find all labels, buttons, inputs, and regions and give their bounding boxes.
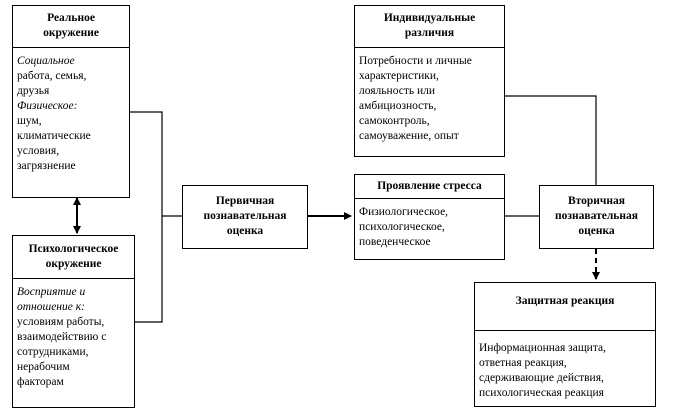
individual-differences-box: Индивидуальные различия Потребности и ли…: [354, 5, 505, 157]
real-environment-box: Реальное окружение Социальное работа, се…: [12, 5, 130, 198]
individual-item: характеристики,: [359, 70, 439, 82]
primary-appraisal-title: Первичная познавательная оценка: [203, 195, 287, 237]
primary-appraisal-box: Первичная познавательная оценка: [182, 185, 308, 249]
psych-environment-box: Психологическое окружение Восприятие и о…: [12, 235, 135, 408]
social-item: работа, семья,: [17, 70, 87, 82]
real-environment-body: Социальное работа, семья, друзья Физичес…: [13, 48, 129, 174]
defense-item: ответная реакция,: [479, 357, 567, 369]
individual-item: самоконтроль,: [359, 115, 430, 127]
secondary-appraisal-box: Вторичная познавательная оценка: [539, 185, 654, 249]
individual-differences-body: Потребности и личные характеристики, лоя…: [355, 48, 504, 144]
secondary-appraisal-title: Вторичная познавательная оценка: [555, 195, 638, 237]
defense-reaction-title: Защитная реакция: [475, 283, 655, 331]
individual-differences-title: Индивидуальные различия: [355, 6, 504, 48]
env-to-primary-bracket: [130, 111, 163, 323]
defense-reaction-box: Защитная реакция Информационная защита, …: [474, 282, 656, 407]
individual-item: Потребности и личные: [359, 55, 472, 67]
social-item: друзья: [17, 85, 50, 97]
defense-item: Информационная защита,: [479, 342, 606, 354]
stress-item: Физиологическое,: [359, 206, 449, 218]
physical-item: шум,: [17, 115, 42, 127]
psych-item: сотрудниками,: [17, 346, 89, 358]
physical-item: загрязнение: [17, 160, 76, 172]
individual-item: лояльность или: [359, 85, 436, 97]
physical-item: условия,: [17, 145, 60, 157]
defense-item: сдерживающие действия,: [479, 372, 604, 384]
individual-to-secondary-line: [505, 95, 597, 185]
individual-item: самоуважение, опыт: [359, 130, 459, 142]
real-environment-title: Реальное окружение: [13, 6, 129, 48]
physical-item: климатические: [17, 130, 91, 142]
stress-manifestation-box: Проявление стресса Физиологическое, псих…: [354, 174, 505, 260]
perception-label: Восприятие и: [17, 286, 86, 298]
perception-label: отношение к:: [17, 301, 85, 313]
defense-item: психологическая реакция: [479, 387, 604, 399]
psych-environment-title: Психологическое окружение: [13, 236, 134, 279]
stress-item: психологическое,: [359, 221, 445, 233]
physical-label: Физическое:: [17, 100, 78, 112]
psych-environment-body: Восприятие и отношение к: условиям работ…: [13, 279, 134, 390]
psych-item: нерабочим: [17, 361, 70, 373]
psych-item: условиям работы,: [17, 316, 105, 328]
social-label: Социальное: [17, 55, 75, 67]
psych-item: взаимодействию с: [17, 331, 107, 343]
stress-manifestation-body: Физиологическое, психологическое, поведе…: [355, 199, 504, 250]
psych-item: факторам: [17, 376, 64, 388]
defense-reaction-body: Информационная защита, ответная реакция,…: [475, 331, 655, 401]
individual-item: амбициозность,: [359, 100, 437, 112]
stress-manifestation-title: Проявление стресса: [355, 175, 504, 199]
stress-item: поведенческое: [359, 236, 431, 248]
